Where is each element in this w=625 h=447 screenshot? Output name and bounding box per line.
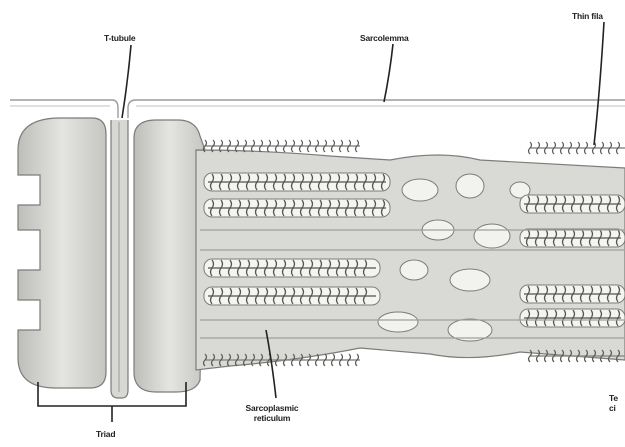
thin-filaments-leader-line	[594, 22, 604, 145]
triad-label: Triad	[96, 429, 115, 439]
thin-filaments-label: Thin fila	[572, 11, 603, 21]
right-terminal-cisterna	[134, 120, 205, 392]
terminal-cisternae-label-line2: ci	[609, 403, 618, 413]
t-tubule-label: T-tubule	[104, 33, 135, 43]
terminal-cisternae-label-line1: Te	[609, 393, 618, 403]
terminal-cisternae-label: Te ci	[609, 393, 618, 413]
t-tubule-leader-line	[122, 45, 131, 118]
sarcolemma	[10, 100, 625, 118]
sarcoplasmic-reticulum-label-line2: reticulum	[232, 413, 312, 423]
sarcolemma-label: Sarcolemma	[360, 33, 409, 43]
sarcolemma-leader-line	[384, 44, 393, 102]
sarcoplasmic-reticulum-label: Sarcoplasmic reticulum	[232, 403, 312, 423]
left-terminal-cisterna	[18, 118, 106, 388]
sarcoplasmic-reticulum-label-line1: Sarcoplasmic	[232, 403, 312, 413]
t-tubule	[111, 120, 128, 398]
